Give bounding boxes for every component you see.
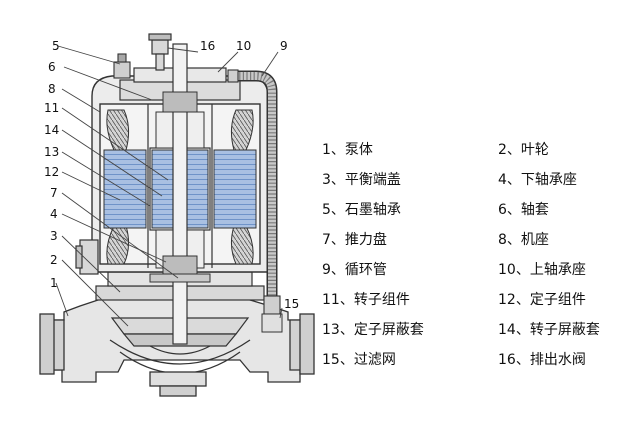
circulation-pipe [227, 69, 281, 315]
stator-shield-sleeve [147, 104, 213, 268]
legend-item: 8、机座 [498, 232, 549, 248]
callout-11: 11 [44, 101, 59, 115]
legend-item: 1、泵体 [322, 142, 373, 158]
callout-13: 13 [44, 145, 59, 159]
thrust-disc [149, 273, 211, 283]
legend-item: 3、平衡端盖 [322, 172, 401, 188]
drain-valve [148, 33, 172, 71]
legend-item: 11、转子组件 [322, 292, 410, 308]
parts-legend: 1、泵体 3、平衡端盖 5、石墨轴承 7、推力盘 9、循环管 11、转子组件 1… [322, 142, 600, 368]
legend-item: 14、转子屏蔽套 [498, 322, 600, 338]
legend-item: 5、石墨轴承 [322, 202, 401, 218]
leader-lines [55, 45, 283, 327]
callout-4: 4 [50, 207, 58, 221]
callout-7: 7 [50, 186, 58, 200]
legend-item: 10、上轴承座 [498, 262, 586, 278]
shaft [172, 43, 188, 345]
callout-12: 12 [44, 165, 59, 179]
stator-windings [106, 109, 254, 265]
stator-core [103, 149, 257, 229]
filter-screen [261, 313, 283, 333]
legend-item: 2、叶轮 [498, 142, 549, 158]
callout-numbers: 5 6 8 11 14 13 12 7 4 3 2 1 16 10 9 15 [44, 39, 299, 311]
callout-14: 14 [44, 123, 59, 137]
legend-item: 13、定子屏蔽套 [322, 322, 424, 338]
legend-item: 15、过滤网 [322, 352, 396, 368]
callout-6: 6 [48, 60, 56, 74]
pump-foot [149, 371, 207, 397]
callout-5: 5 [52, 39, 60, 53]
top-plug [113, 53, 131, 79]
legend-item: 7、推力盘 [322, 231, 387, 248]
callout-8: 8 [48, 82, 56, 96]
callout-1: 1 [50, 276, 58, 290]
legend-item: 4、下轴承座 [498, 172, 577, 188]
callout-3: 3 [50, 229, 58, 243]
terminal-box [75, 239, 99, 275]
callout-10: 10 [236, 39, 251, 53]
callout-2: 2 [50, 253, 58, 267]
callout-16: 16 [200, 39, 215, 53]
callout-15: 15 [284, 297, 299, 311]
graphite-bearing [162, 91, 198, 275]
legend-item: 6、轴套 [498, 202, 549, 218]
legend-item: 12、定子组件 [498, 292, 586, 308]
legend-item: 9、循环管 [322, 262, 387, 278]
callout-9: 9 [280, 39, 288, 53]
legend-item: 16、排出水阀 [498, 352, 586, 368]
